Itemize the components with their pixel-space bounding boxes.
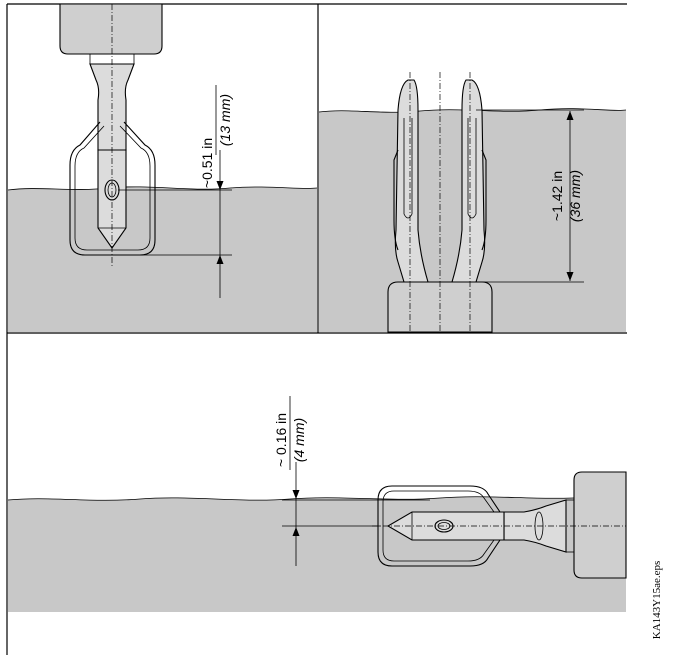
dim-text-imperial: ~0.51 in	[199, 138, 215, 188]
panel-top-right: ~1.42 in (36 mm)	[318, 72, 627, 333]
sensor-housing	[59, 3, 163, 55]
dim-text-imperial: ~1.42 in	[549, 171, 565, 221]
water-surface	[8, 186, 317, 332]
sensor-housing	[573, 471, 627, 579]
dim-text-imperial: ~ 0.16 in	[273, 413, 289, 467]
dim-text-metric: (13 mm)	[217, 94, 233, 146]
file-reference: KA143Y15ae.eps	[651, 561, 663, 640]
fork-guard	[69, 121, 156, 256]
dim-text-metric: (36 mm)	[567, 170, 583, 222]
panel-top-left: ~0.51 in (13 mm)	[7, 3, 318, 332]
dim-text-metric: (4 mm)	[291, 418, 307, 462]
panel-bottom: ~ 0.16 in (4 mm)	[7, 396, 627, 612]
